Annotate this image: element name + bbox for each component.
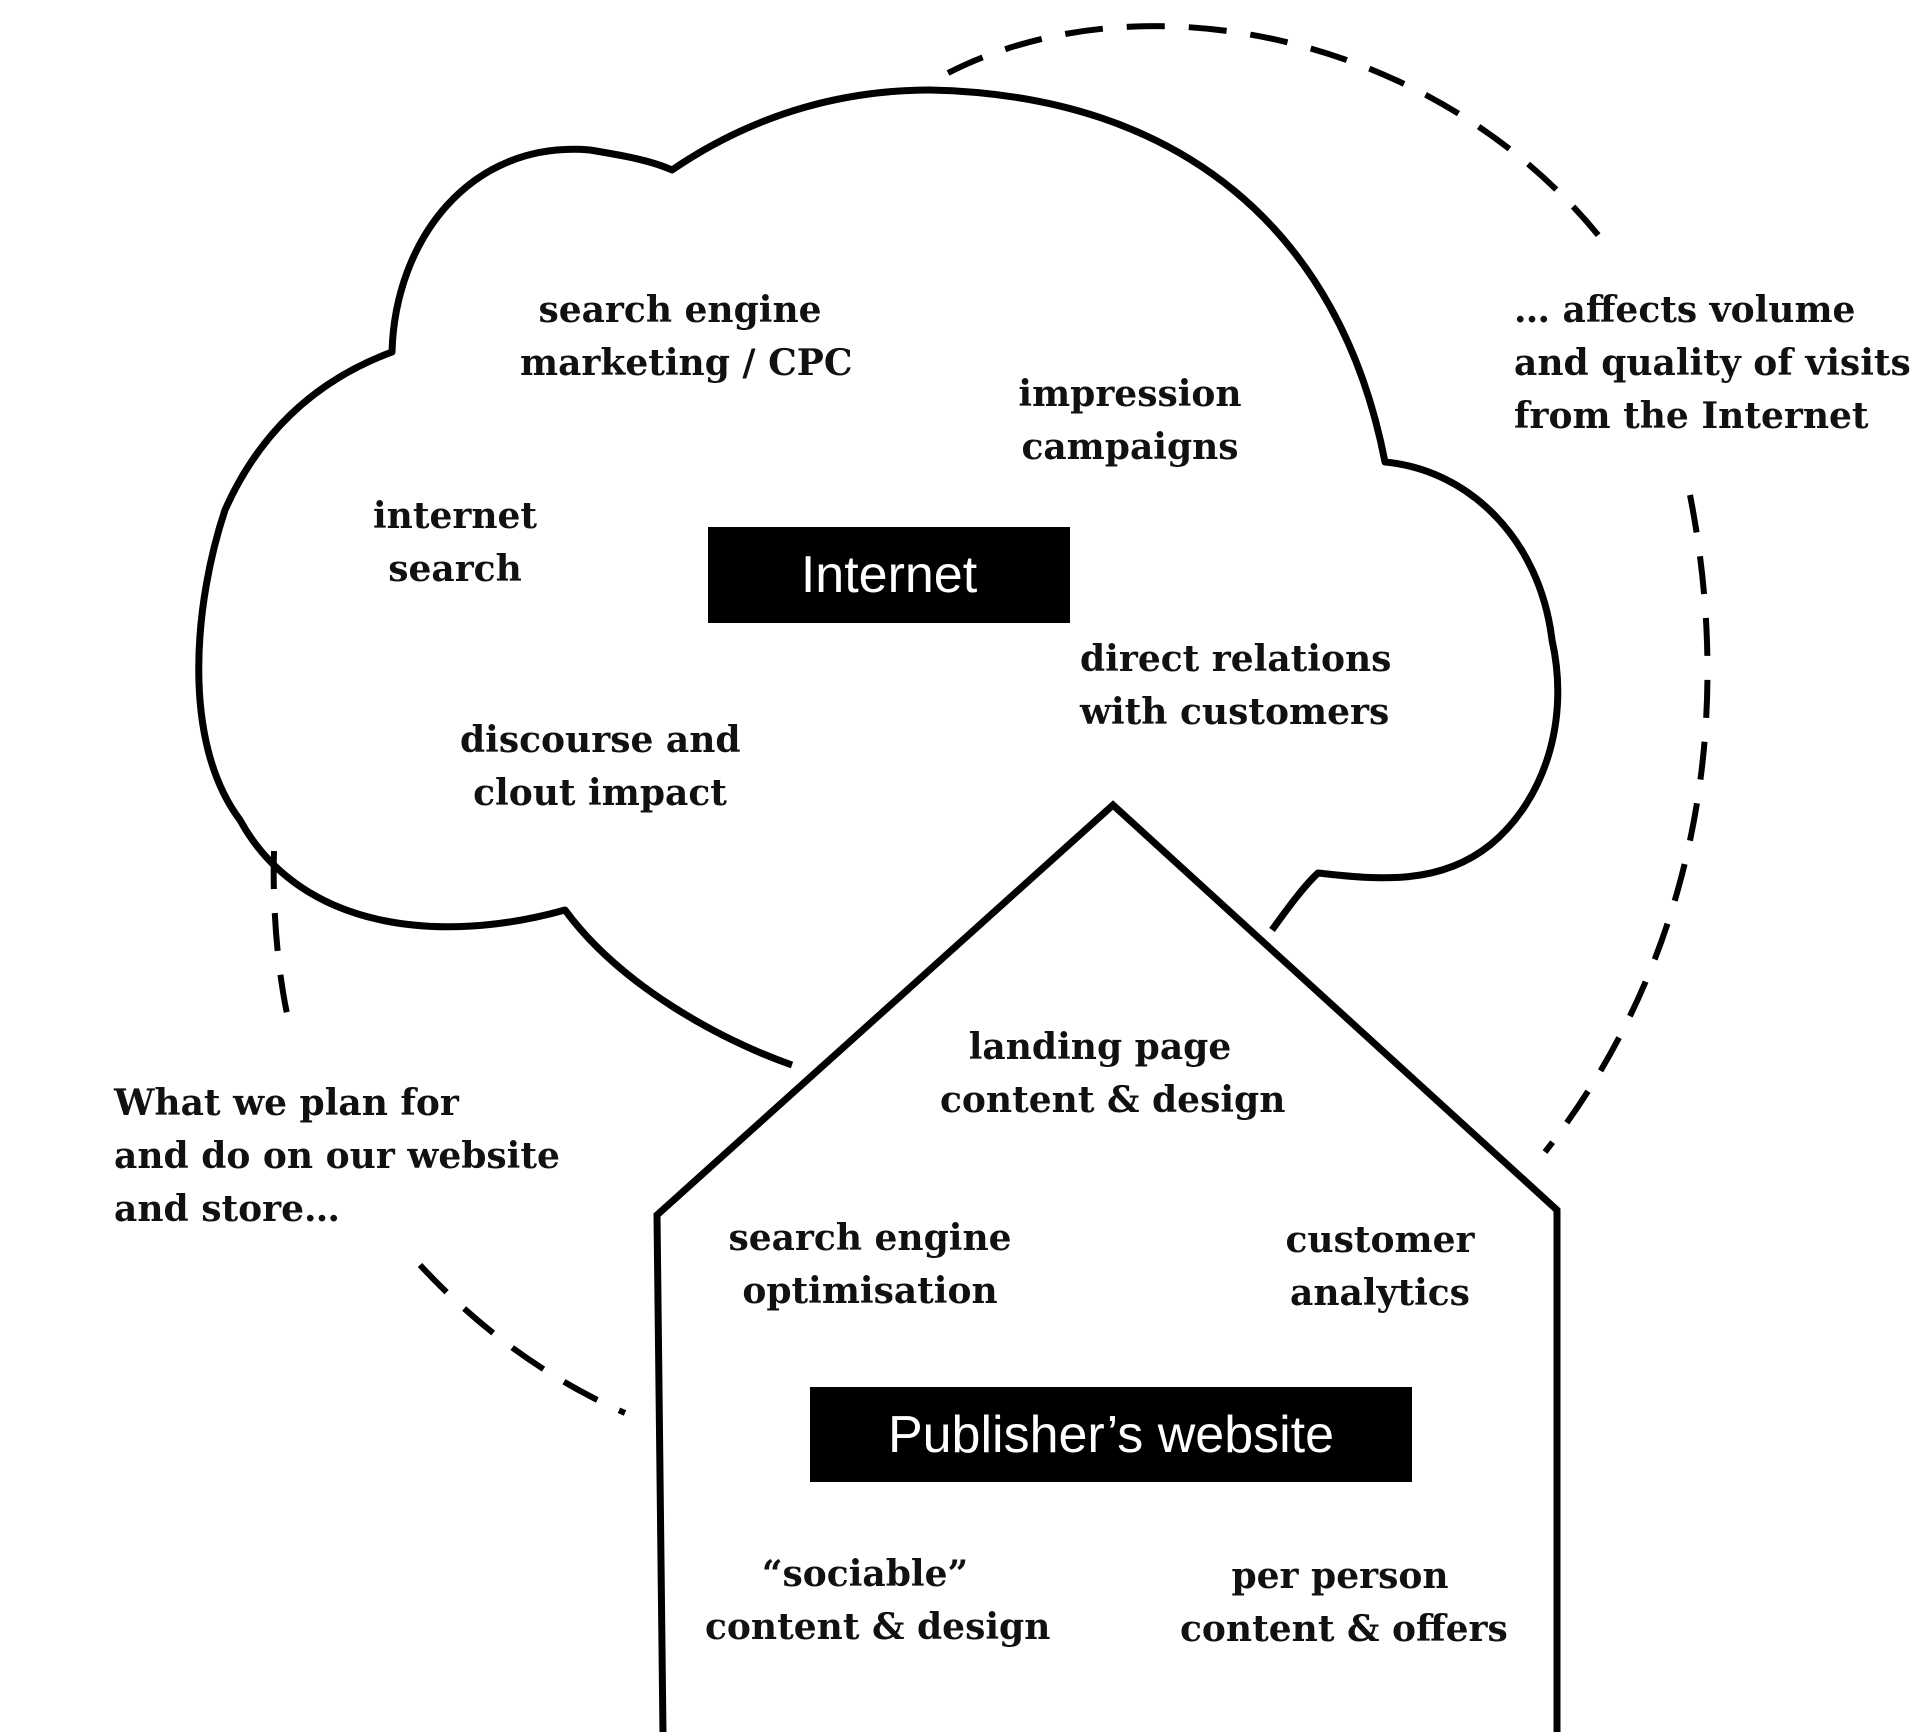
house-item-line: analytics [1290, 1272, 1470, 1314]
internet-tag: Internet [708, 527, 1070, 623]
cloud-item-line: campaigns [1021, 426, 1239, 468]
house-item-line: content & design [705, 1606, 1051, 1648]
cloud-item-search-engine-marketing: search engine marketing / CPC [520, 284, 853, 390]
cycle-arc-top-right [946, 23, 1613, 252]
cycle-note-line: and store… [114, 1188, 340, 1230]
cloud-item-line: with customers [1080, 691, 1390, 733]
house-item-line: “sociable” [761, 1553, 969, 1595]
house-item-line: optimisation [742, 1270, 998, 1312]
publishers-website-tag: Publisher’s website [810, 1387, 1412, 1482]
cloud-item-impression-campaigns: impression campaigns [1000, 368, 1260, 474]
cycle-note-line: What we plan for [114, 1082, 459, 1124]
cycle-note-line: from the Internet [1514, 395, 1869, 437]
cloud-item-line: search engine [538, 289, 822, 331]
cycle-note-line: and do on our website [114, 1135, 560, 1177]
cycle-note-left: What we plan for and do on our website a… [114, 1077, 560, 1236]
house-item-line: content & offers [1180, 1608, 1508, 1650]
cloud-item-line: search [388, 548, 522, 590]
house-item-customer-analytics: customer analytics [1250, 1214, 1510, 1320]
house-item-line: per person [1231, 1555, 1449, 1597]
publisher-house [653, 800, 1561, 1732]
cycle-note-right: … affects volume and quality of visits f… [1514, 284, 1911, 443]
house-item-line: search engine [728, 1217, 1012, 1259]
cycle-arc-left-upper [270, 850, 295, 1036]
cycle-note-line: and quality of visits [1514, 342, 1911, 384]
house-item-sociable-content: “sociable” content & design [705, 1548, 1051, 1654]
internet-cloud [195, 86, 1562, 1069]
house-item-seo: search engine optimisation [720, 1212, 1020, 1318]
cloud-item-line: direct relations [1080, 638, 1392, 680]
cloud-item-internet-search: internet search [355, 490, 555, 596]
cloud-item-line: discourse and [460, 719, 741, 761]
cycle-note-line: … affects volume [1514, 289, 1856, 331]
cloud-item-line: marketing / CPC [520, 342, 853, 384]
cloud-item-line: clout impact [473, 772, 727, 814]
house-item-line: content & design [940, 1079, 1286, 1121]
cloud-item-direct-relations: direct relations with customers [1080, 633, 1392, 739]
cycle-arc-left-lower [417, 1262, 627, 1416]
cloud-item-line: impression [1018, 373, 1242, 415]
cloud-item-discourse-clout: discourse and clout impact [460, 714, 741, 820]
cloud-item-line: internet [372, 495, 538, 537]
house-item-per-person: per person content & offers [1180, 1550, 1508, 1656]
house-item-line: customer [1285, 1219, 1475, 1261]
house-item-landing-page: landing page content & design [940, 1021, 1286, 1127]
house-item-line: landing page [968, 1026, 1232, 1068]
